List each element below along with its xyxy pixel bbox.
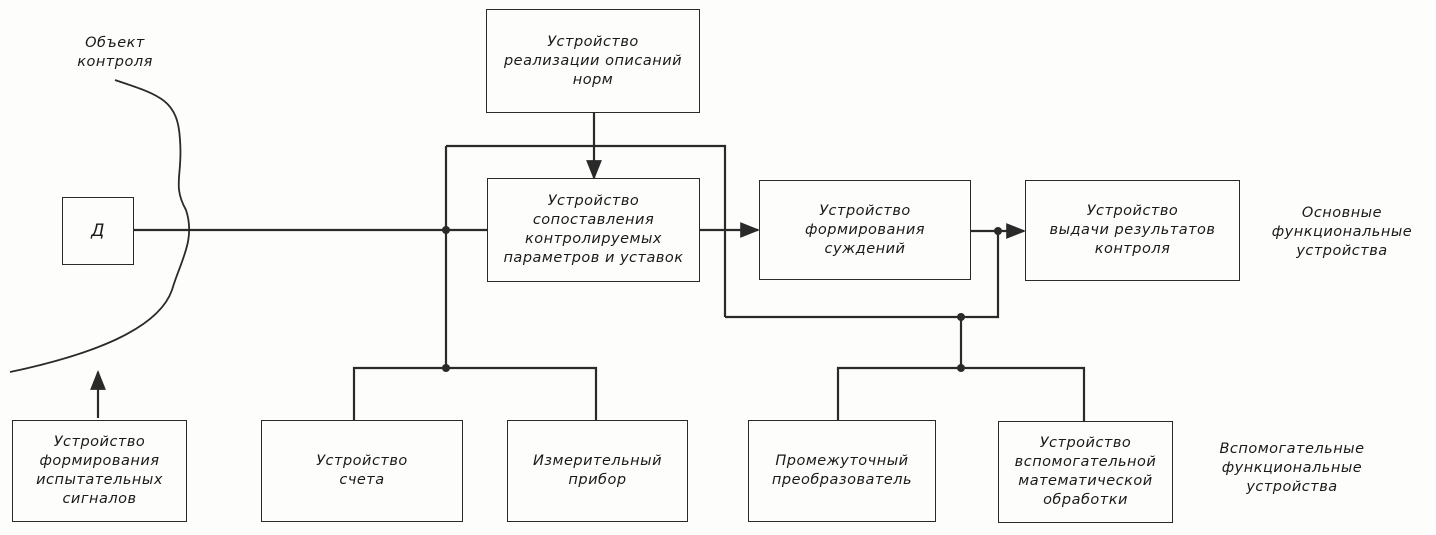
math-block: Устройство вспомогательной математическо…	[998, 421, 1173, 523]
junction-dot	[442, 226, 450, 234]
comparison-block: Устройство сопоставления контролируемых …	[487, 178, 700, 282]
judgement-block: Устройство формирования суждений	[759, 180, 971, 280]
main-devices-label: Основные функциональные устройства	[1271, 205, 1413, 259]
junction-dot	[442, 364, 450, 372]
junction-dot	[957, 313, 965, 321]
wire-right-loop	[725, 231, 1000, 319]
object-boundary-curve	[9, 79, 191, 373]
results-block: Устройство выдачи результатов контроля	[1025, 180, 1240, 281]
sensor-block: Д	[62, 197, 134, 265]
converter-block: Промежуточный преобразователь	[748, 420, 936, 522]
test-signals-block: Устройство формирования испытательных си…	[12, 420, 187, 522]
counter-block: Устройство счета	[261, 420, 463, 522]
junction-dot	[994, 227, 1002, 235]
wire-aux-right-bus	[836, 366, 1086, 421]
junction-dot	[957, 364, 965, 372]
auxiliary-devices-label: Вспомогательные функциональные устройств…	[1219, 441, 1365, 495]
wire-top-bus	[446, 144, 727, 317]
object-label: Объект контроля	[77, 35, 153, 70]
wire-aux-left-bus	[352, 366, 598, 420]
meter-block: Измерительный прибор	[507, 420, 688, 522]
norms-block: Устройство реализации описаний норм	[486, 9, 700, 113]
